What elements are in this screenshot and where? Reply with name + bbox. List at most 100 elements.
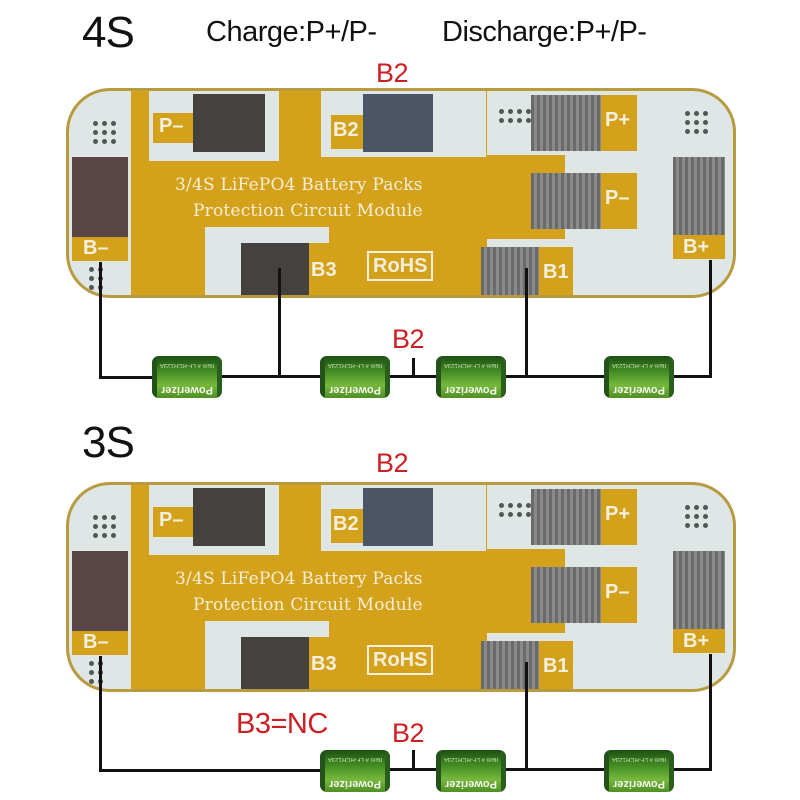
config-3s-title: 3S (82, 418, 135, 467)
wire-b-plus-3s (709, 654, 712, 771)
wire-b2-tap-3s (412, 750, 415, 769)
battery-cell: Item # LF-RCR123A Powerizer (436, 750, 506, 792)
via-cluster (93, 515, 116, 538)
battery-cell: Item # LF-RCR123A Powerizer (320, 356, 390, 398)
p-plus-label-bg (601, 95, 637, 151)
p-minus-right-label: P– (605, 187, 630, 209)
via-cluster (93, 121, 116, 144)
b2-annotation-top-3s: B2 (376, 448, 409, 478)
b3-label-bg (309, 243, 341, 295)
cell-brand: Powerizer (329, 778, 381, 790)
b2-label-bg (331, 115, 363, 149)
b2-pad (363, 94, 433, 152)
cell-brand: Powerizer (613, 384, 665, 396)
cell-model: Item # LF-RCR123A (443, 362, 499, 368)
p-minus-right-pad (531, 567, 601, 623)
wire-b1-4s (525, 268, 528, 378)
wire (99, 376, 154, 379)
cell-model: Item # LF-RCR123A (611, 362, 667, 368)
wire (505, 768, 605, 771)
battery-cell: Item # LF-RCR123A Powerizer (320, 750, 390, 792)
battery-cell: Item # LF-RCR123A Powerizer (604, 750, 674, 792)
b-minus-label-bg (72, 631, 128, 655)
b-minus-pad (72, 157, 128, 237)
wire (390, 768, 436, 771)
b-plus-pad (673, 551, 725, 629)
b3-pad (241, 243, 309, 295)
silkscreen-line1: 3/4S LiFePO4 Battery Packs (175, 569, 423, 589)
b-minus-label: B– (83, 631, 109, 653)
cell-brand: Powerizer (613, 778, 665, 790)
via-cluster (685, 111, 708, 134)
b1-pad (481, 641, 539, 689)
p-plus-pad (531, 95, 601, 151)
b3-label: B3 (311, 259, 337, 281)
p-minus-right-label-bg (601, 173, 637, 229)
pcb-board-3s: B– P– B2 P+ P– B+ B3 RoHS B1 3/4S LiFePO… (66, 482, 736, 692)
b2-label: B2 (333, 513, 359, 535)
rohs-mark: RoHS (367, 645, 434, 675)
b-plus-pad (673, 157, 725, 235)
p-plus-label: P+ (605, 503, 631, 525)
p-plus-label-bg (601, 489, 637, 545)
b2-label: B2 (333, 119, 359, 141)
via-cluster (685, 505, 708, 528)
b1-label: B1 (543, 655, 569, 677)
wire-b1-3s (525, 662, 528, 770)
wire-b-minus-4s (99, 262, 102, 378)
p-minus-right-label-bg (601, 567, 637, 623)
wire (672, 375, 712, 378)
p-plus-label: P+ (605, 109, 631, 131)
b1-label-bg (539, 641, 573, 689)
pcb-board-4s: B– P– B2 P+ P– B+ B3 RoHS B1 3/4S LiFePO… (66, 88, 736, 298)
cell-model: Item # LF-RCR123A (611, 756, 667, 762)
cell-brand: Powerizer (445, 778, 497, 790)
silkscreen-line2: Protection Circuit Module (193, 201, 423, 221)
battery-cell: Item # LF-RCR123A Powerizer (436, 356, 506, 398)
b-minus-pad (72, 551, 128, 631)
charge-label: Charge:P+/P- (206, 16, 377, 48)
p-minus-top-label-bg (153, 113, 193, 143)
cell-model: Item # LF-RCR123A (327, 756, 383, 762)
b3-pad (241, 637, 309, 689)
cell-brand: Powerizer (329, 384, 381, 396)
cell-brand: Powerizer (445, 384, 497, 396)
cell-model: Item # LF-RCR123A (159, 362, 215, 368)
b2-label-bg (331, 509, 363, 543)
discharge-label: Discharge:P+/P- (442, 16, 647, 48)
b-plus-label: B+ (683, 236, 710, 258)
wire (505, 375, 605, 378)
p-minus-right-pad (531, 173, 601, 229)
cell-model: Item # LF-RCR123A (327, 362, 383, 368)
b1-pad (481, 247, 539, 295)
p-minus-top-label-bg (153, 507, 193, 537)
p-plus-pad (531, 489, 601, 545)
p-minus-top-pad (193, 488, 265, 546)
p-minus-right-label: P– (605, 581, 630, 603)
battery-cell: Item # LF-RCR123A Powerizer (604, 356, 674, 398)
b3-label: B3 (311, 653, 337, 675)
cell-model: Item # LF-RCR123A (443, 756, 499, 762)
wire (390, 375, 436, 378)
wire (672, 768, 712, 771)
p-minus-top-label: P– (159, 509, 184, 531)
b-plus-label-bg (673, 235, 725, 259)
silkscreen-line2: Protection Circuit Module (193, 595, 423, 615)
silkscreen-line1: 3/4S LiFePO4 Battery Packs (175, 175, 423, 195)
wire (99, 769, 321, 772)
wire-b-plus-4s (709, 260, 712, 378)
b-plus-label: B+ (683, 630, 710, 652)
b-plus-label-bg (673, 629, 725, 653)
b-minus-label-bg (72, 237, 128, 261)
wire-b2-tap-4s (412, 358, 415, 376)
rohs-mark: RoHS (367, 251, 434, 281)
b-minus-label: B– (83, 237, 109, 259)
b1-label: B1 (543, 261, 569, 283)
p-minus-top-pad (193, 94, 265, 152)
wire (222, 375, 322, 378)
b2-annotation-wire-4s: B2 (392, 324, 425, 354)
b2-pad (363, 488, 433, 546)
wire-b-minus-3s (99, 656, 102, 772)
b3-nc-annotation: B3=NC (236, 708, 328, 740)
